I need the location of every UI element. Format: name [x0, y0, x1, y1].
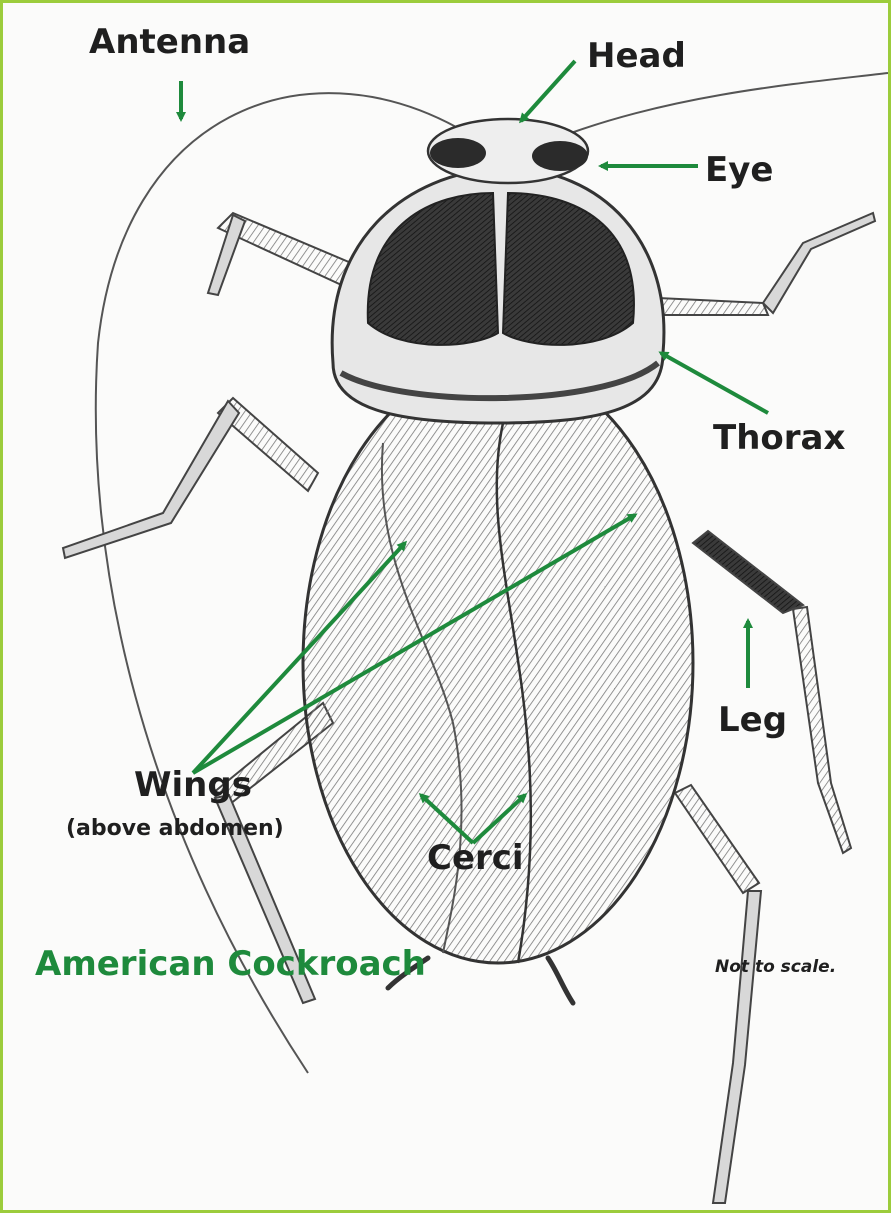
- label-wings-note: (above abdomen): [66, 818, 284, 840]
- antenna-right: [571, 73, 888, 133]
- label-antenna: Antenna: [89, 25, 250, 59]
- scale-note: Not to scale.: [715, 959, 836, 976]
- cercus-right: [548, 958, 573, 1003]
- label-cerci: Cerci: [427, 841, 524, 875]
- eye-left: [430, 138, 486, 168]
- arrow-thorax: [661, 353, 768, 413]
- label-head: Head: [587, 39, 686, 73]
- diagram-title: American Cockroach: [35, 947, 426, 981]
- eye-right: [532, 141, 588, 171]
- label-thorax: Thorax: [713, 421, 845, 455]
- label-wings: Wings: [134, 768, 252, 802]
- label-eye: Eye: [705, 153, 773, 187]
- arrow-head: [521, 61, 575, 121]
- label-leg: Leg: [718, 703, 787, 737]
